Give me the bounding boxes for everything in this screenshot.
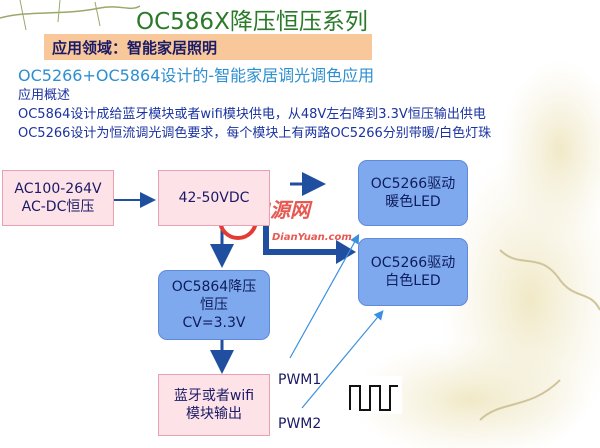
square-wave-icon — [349, 385, 398, 411]
block-buck-line3: CV=3.3V — [182, 315, 246, 331]
arrow-vdc-to-white — [263, 218, 338, 255]
block-warm-line2: 暖色LED — [385, 194, 441, 210]
pwm1-label: PWM1 — [278, 372, 322, 388]
watermark-subtext: DianYuan.com — [272, 232, 352, 243]
block-module: 蓝牙或者wifi 模块输出 — [158, 374, 270, 436]
block-acdc-line2: AC-DC恒压 — [21, 199, 95, 215]
diagram-subtitle: OC5266+OC5864设计的-智能家居调光调色应用 — [18, 66, 375, 85]
block-acdc-line1: AC100-264V — [14, 181, 102, 197]
block-vdc-line1: 42-50VDC — [178, 190, 250, 206]
arrow-head-white — [336, 240, 356, 264]
block-buck-line2: 恒压 — [200, 297, 228, 313]
block-acdc: AC100-264V AC-DC恒压 — [2, 170, 114, 226]
square-wave-frame — [344, 376, 402, 414]
block-white-led: OC5266驱动 白色LED — [358, 238, 468, 306]
block-warm-line1: OC5266驱动 — [370, 176, 456, 192]
block-buck: OC5864降压 恒压 CV=3.3V — [158, 270, 270, 340]
block-module-line1: 蓝牙或者wifi — [173, 388, 255, 404]
block-vdc: 42-50VDC — [158, 170, 270, 226]
page-title: OC586X降压恒压系列 — [136, 9, 368, 35]
overview-heading: 应用概述 — [18, 88, 71, 103]
block-white-line1: OC5266驱动 — [370, 255, 456, 271]
section-banner: 应用领域：智能家居照明 — [44, 34, 372, 60]
block-module-line2: 模块输出 — [186, 406, 242, 422]
pwm2-signal-line — [301, 310, 384, 409]
section-label: 应用领域：智能家居照明 — [52, 39, 218, 57]
block-buck-line1: OC5864降压 — [171, 279, 257, 295]
overview-line-2: OC5266设计为恒流调光调色要求，每个模块上有两路OC5266分别带暖/白色灯… — [18, 126, 492, 141]
block-white-line2: 白色LED — [385, 273, 441, 289]
pwm2-label: PWM2 — [278, 416, 322, 432]
block-warm-led: OC5266驱动 暖色LED — [358, 160, 468, 226]
pwm1-signal-line — [289, 233, 360, 359]
overview-line-1: OC5864设计成给蓝牙模块或者wifi模块供电，从48V左右降到3.3V恒压输… — [18, 107, 486, 122]
